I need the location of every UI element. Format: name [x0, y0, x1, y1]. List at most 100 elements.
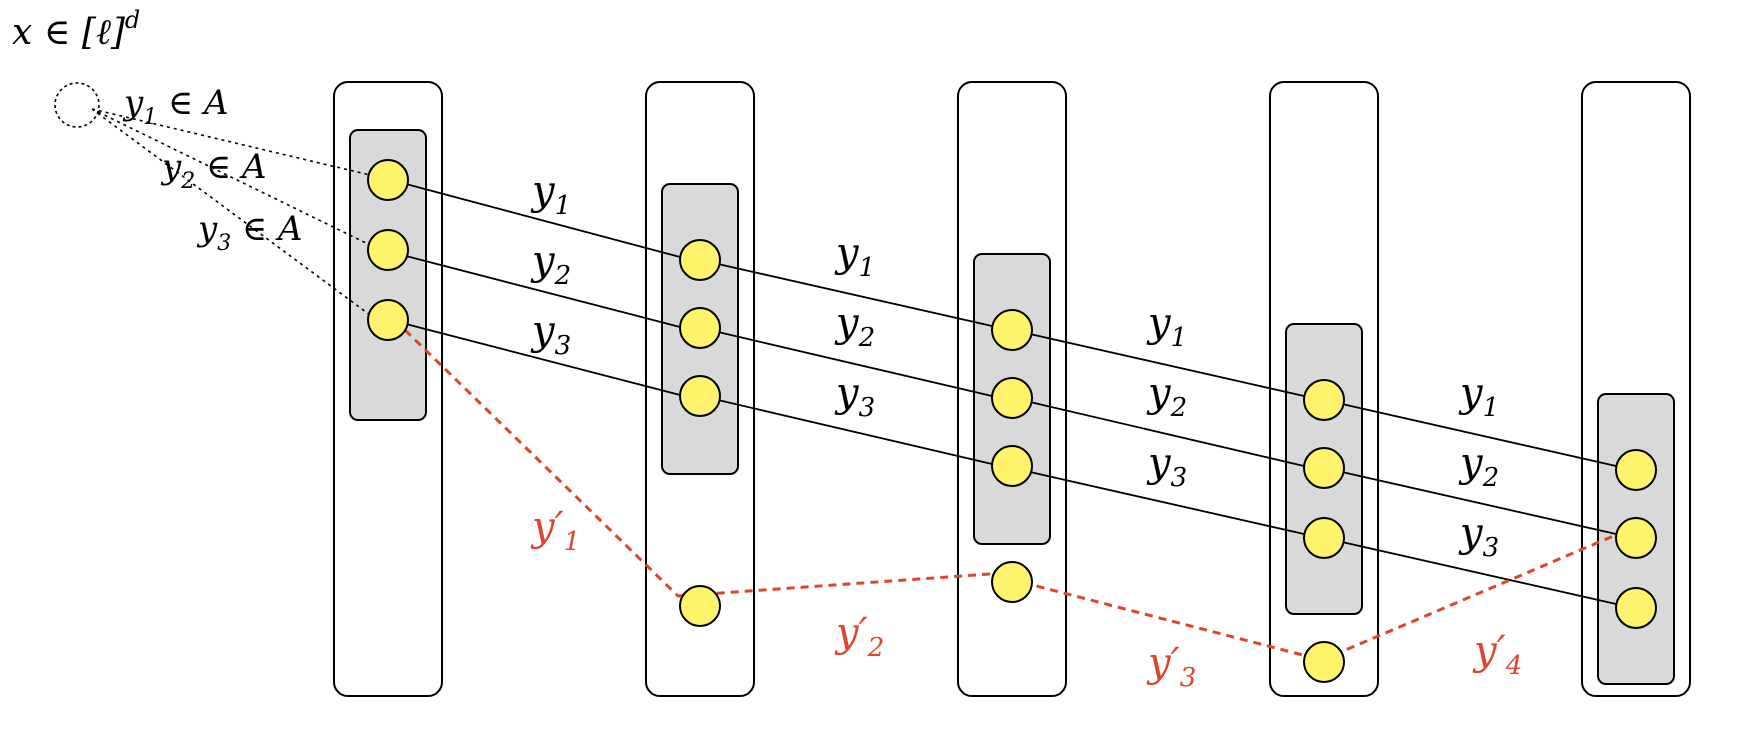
red-3-sub: 3 — [1180, 663, 1197, 693]
edge-c4-y2 — [1341, 471, 1617, 535]
node-c3-extra — [991, 561, 1033, 603]
title-label-sup: d — [125, 6, 140, 34]
node-c4-3 — [1303, 517, 1345, 559]
membership-2-base: y — [160, 147, 182, 187]
node-c2-2 — [679, 307, 721, 349]
red-1-base: y′ — [530, 504, 564, 550]
edge-g2-1-base: y — [834, 230, 860, 276]
red-4-sub: 4 — [1505, 651, 1523, 681]
edge-label-g3-1: y1 — [1146, 300, 1187, 353]
membership-label-3: y3 ∈ A — [196, 209, 303, 256]
edge-c2-y3 — [717, 399, 993, 465]
edge-g3-1-base: y — [1146, 300, 1172, 346]
edge-g1-3-base: y — [530, 308, 556, 354]
edge-label-g1-2: y2 — [530, 238, 571, 291]
red-label-1: y′1 — [530, 504, 580, 557]
edge-label-g1-3: y3 — [530, 308, 571, 361]
edge-g4-2-base: y — [1458, 440, 1484, 486]
membership-1-sub: 1 — [143, 105, 157, 130]
edge-label-g3-3: y3 — [1146, 440, 1187, 493]
edge-g2-3-sub: 3 — [859, 393, 876, 423]
node-c5-1 — [1615, 449, 1657, 491]
edge-label-g1-1: y1 — [530, 168, 571, 221]
edge-c3-y3 — [1029, 471, 1305, 535]
edge-c3-y2 — [1029, 401, 1305, 467]
edge-g4-1-sub: 1 — [1483, 393, 1500, 423]
membership-2-sub: 2 — [180, 169, 195, 194]
node-c4-2 — [1303, 447, 1345, 489]
edge-g2-1-sub: 1 — [859, 253, 876, 283]
node-c3-1 — [991, 309, 1033, 351]
edge-label-g2-3: y3 — [834, 370, 875, 423]
node-c2-extra — [679, 585, 721, 627]
edge-c3-y1 — [1029, 333, 1305, 397]
dotted-line-3 — [91, 108, 371, 316]
membership-label-1: y1 ∈ A — [122, 83, 229, 130]
edge-c2-y2 — [717, 331, 993, 397]
membership-1-base: y — [122, 83, 144, 123]
edge-label-g4-2: y2 — [1458, 440, 1499, 493]
edge-c4-y3 — [1341, 541, 1617, 605]
red-dashed-path — [403, 328, 1619, 662]
title-label: x ∈ [ℓ]d — [12, 6, 140, 53]
red-2-sub: 2 — [867, 633, 885, 663]
membership-1-rest: ∈ A — [157, 83, 228, 123]
red-label-3: y′3 — [1146, 640, 1196, 693]
edge-g3-3-sub: 3 — [1171, 463, 1188, 493]
dotted-line-2 — [91, 108, 371, 246]
red-label-2: y′2 — [834, 610, 884, 663]
membership-label-2: y2 ∈ A — [160, 147, 267, 194]
node-c1-2 — [367, 229, 409, 271]
edge-g3-3-base: y — [1146, 440, 1172, 486]
edge-c4-y1 — [1341, 403, 1617, 467]
origin-node — [54, 82, 100, 128]
membership-3-sub: 3 — [217, 231, 231, 256]
edge-c1-y3 — [405, 323, 681, 396]
edge-g2-2-base: y — [834, 300, 860, 346]
edge-c1-y1 — [405, 183, 681, 258]
node-c3-3 — [991, 445, 1033, 487]
edge-label-g3-2: y2 — [1146, 370, 1187, 423]
edge-g1-1-sub: 1 — [555, 191, 572, 221]
dotted-line-1 — [91, 108, 371, 176]
edge-g4-3-base: y — [1458, 510, 1484, 556]
edge-label-g4-1: y1 — [1458, 370, 1499, 423]
node-c5-2 — [1615, 517, 1657, 559]
inner-box-1 — [349, 129, 427, 421]
edge-g2-3-base: y — [834, 370, 860, 416]
membership-2-rest: ∈ A — [195, 147, 266, 187]
node-c2-3 — [679, 375, 721, 417]
node-c1-1 — [367, 159, 409, 201]
node-c1-3 — [367, 299, 409, 341]
edge-g1-3-sub: 3 — [555, 331, 572, 361]
red-1-sub: 1 — [564, 527, 581, 557]
edge-g4-1-base: y — [1458, 370, 1484, 416]
red-2-base: y′ — [834, 610, 868, 656]
edge-g3-2-sub: 2 — [1170, 393, 1188, 423]
node-c5-3 — [1615, 587, 1657, 629]
membership-3-rest: ∈ A — [231, 209, 302, 249]
edge-c1-y2 — [405, 255, 681, 328]
edge-label-g2-1: y1 — [834, 230, 875, 283]
edge-g4-2-sub: 2 — [1482, 463, 1500, 493]
edge-g1-1-base: y — [530, 168, 556, 214]
edge-g3-2-base: y — [1146, 370, 1172, 416]
red-label-4: y′4 — [1472, 628, 1522, 681]
edge-c2-y1 — [717, 263, 993, 327]
edge-label-g2-2: y2 — [834, 300, 875, 353]
edge-g2-2-sub: 2 — [858, 323, 876, 353]
edge-g3-1-sub: 1 — [1171, 323, 1188, 353]
edge-g1-2-sub: 2 — [554, 261, 572, 291]
red-3-base: y′ — [1146, 640, 1180, 686]
red-4-base: y′ — [1472, 628, 1506, 674]
node-c2-1 — [679, 239, 721, 281]
title-label-main: x ∈ [ℓ] — [12, 12, 126, 53]
edge-g4-3-sub: 3 — [1483, 533, 1500, 563]
node-c3-2 — [991, 377, 1033, 419]
membership-3-base: y — [196, 209, 218, 249]
edge-g1-2-base: y — [530, 238, 556, 284]
edge-label-g4-3: y3 — [1458, 510, 1499, 563]
node-c4-extra — [1303, 641, 1345, 683]
node-c4-1 — [1303, 379, 1345, 421]
